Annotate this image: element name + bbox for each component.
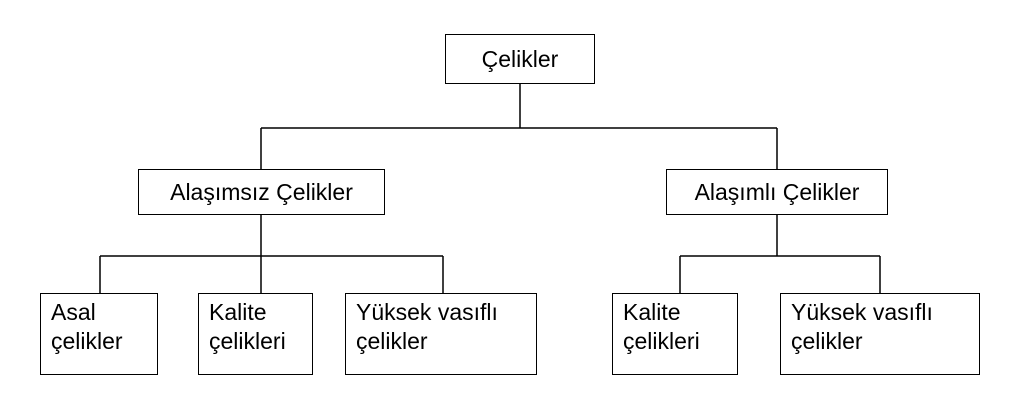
root-node-label: Çelikler: [481, 45, 559, 72]
left-branch-node-label: Alaşımsız Çelikler: [170, 178, 353, 205]
right-child-node-1-line-2: çelikleri: [623, 328, 700, 354]
right-branch-node-label: Alaşımlı Çelikler: [694, 178, 860, 205]
right-child-node-2: Yüksek vasıflı çelikler: [780, 293, 980, 375]
left-child-node-3-line-1: Yüksek vasıflı: [356, 299, 498, 325]
right-child-node-1: Kalite çelikleri: [612, 293, 738, 375]
root-node: Çelikler: [445, 34, 595, 84]
left-child-node-2-line-2: çelikleri: [209, 328, 286, 354]
left-child-node-1-line-2: çelikler: [51, 328, 123, 354]
left-child-node-3-line-2: çelikler: [356, 328, 428, 354]
right-child-node-2-line-2: çelikler: [791, 328, 863, 354]
left-branch-node: Alaşımsız Çelikler: [138, 169, 385, 215]
left-child-node-2: Kalite çelikleri: [198, 293, 313, 375]
right-child-node-2-line-1: Yüksek vasıflı: [791, 299, 933, 325]
left-child-node-1-line-1: Asal: [51, 299, 96, 325]
left-child-node-2-line-1: Kalite: [209, 299, 267, 325]
left-child-node-3: Yüksek vasıflı çelikler: [345, 293, 537, 375]
left-child-node-1: Asal çelikler: [40, 293, 158, 375]
right-child-node-1-line-1: Kalite: [623, 299, 681, 325]
right-branch-node: Alaşımlı Çelikler: [666, 169, 888, 215]
